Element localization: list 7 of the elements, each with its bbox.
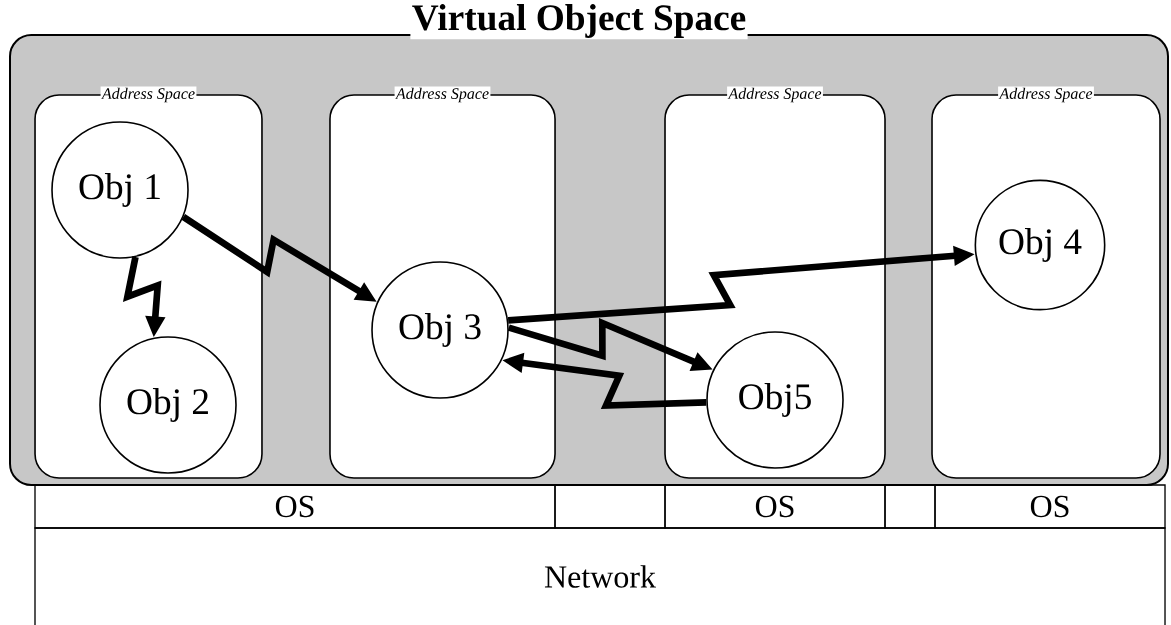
- layer-box: OS: [34, 484, 556, 529]
- layer-box: OS: [664, 484, 886, 529]
- node-label: Virtual Object Space: [412, 4, 746, 38]
- empty-box: [884, 484, 936, 529]
- layer-box: OS: [934, 484, 1166, 529]
- empty-box: [554, 484, 666, 529]
- layer-box: Network: [34, 527, 1166, 625]
